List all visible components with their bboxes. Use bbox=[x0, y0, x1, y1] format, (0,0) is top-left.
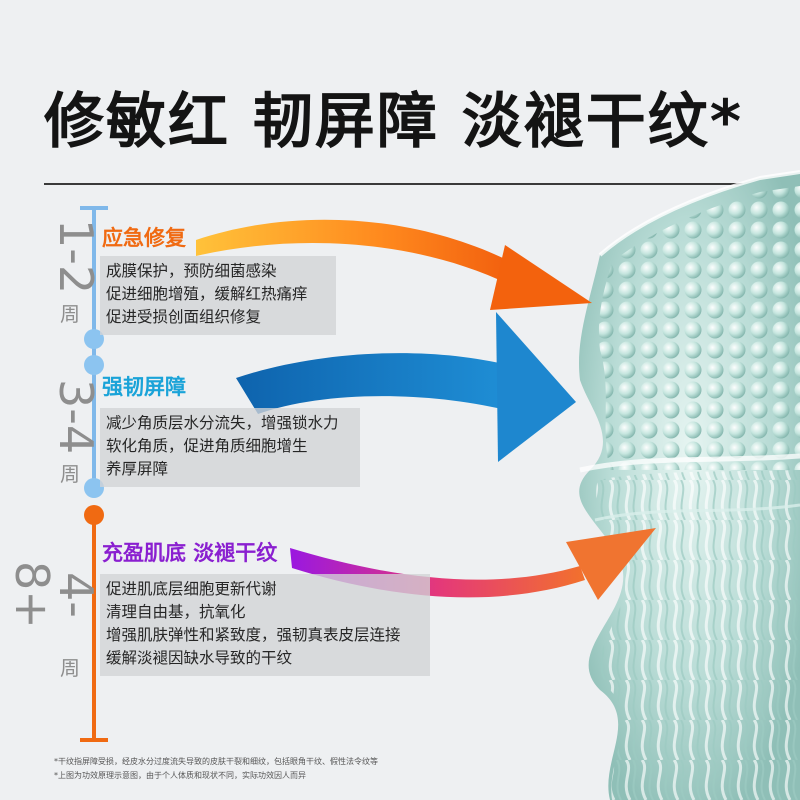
skin-cross-section-illustration bbox=[579, 170, 800, 800]
timeline-rail-orange bbox=[92, 512, 96, 740]
timeline-node bbox=[84, 505, 104, 525]
stage-1-description: 成膜保护，预防细菌感染 促进细胞增殖，缓解红热痛痒 促进受损创面组织修复 bbox=[100, 256, 336, 335]
stage-2-line: 减少角质层水分流失，增强锁水力 bbox=[106, 414, 339, 432]
stage-2-weeks: 3-4 bbox=[49, 379, 103, 455]
stage-1-line: 促进受损创面组织修复 bbox=[106, 308, 262, 326]
title-divider bbox=[44, 183, 744, 185]
curved-arrow-icon-stage-2 bbox=[236, 312, 576, 462]
stage-1-line: 成膜保护，预防细菌感染 bbox=[106, 262, 277, 280]
stage-2-week-unit: 周 bbox=[60, 462, 80, 486]
stage-1-weeks: 1-2 bbox=[49, 219, 103, 295]
footnote: *上图为功效原理示意图，由于个人体质和现状不同，实际功效因人而异 bbox=[54, 771, 306, 780]
stage-3-week-unit: 周 bbox=[60, 656, 80, 680]
stage-2-title: 强韧屏障 bbox=[102, 375, 186, 399]
footnote: *干纹指屏障受损，经皮水分过度流失导致的皮肤干裂和细纹，包括眼角干纹、假性法令纹… bbox=[54, 757, 378, 766]
stage-2-line: 软化角质，促进角质细胞增生 bbox=[106, 437, 308, 455]
timeline-node bbox=[84, 355, 104, 375]
stage-3-line: 清理自由基，抗氧化 bbox=[106, 603, 246, 621]
stage-3-line: 增强肌肤弹性和紧致度，强韧真表皮层连接 bbox=[106, 626, 401, 644]
timeline-start-cap bbox=[80, 206, 108, 210]
stage-2-description: 减少角质层水分流失，增强锁水力 软化角质，促进角质细胞增生 养厚屏障 bbox=[100, 408, 360, 487]
stage-3-title: 充盈肌底 淡褪干纹 bbox=[102, 541, 278, 565]
stage-1-title: 应急修复 bbox=[102, 226, 186, 250]
stage-2-line: 养厚屏障 bbox=[106, 460, 169, 478]
timeline-end-cap bbox=[80, 738, 108, 742]
stage-3-line: 缓解淡褪因缺水导致的干纹 bbox=[106, 649, 293, 667]
stage-3-weeks: 4-8+ bbox=[4, 561, 103, 629]
stage-3-description: 促进肌底层细胞更新代谢 清理自由基，抗氧化 增强肌肤弹性和紧致度，强韧真表皮层连… bbox=[100, 574, 430, 676]
timeline-node bbox=[84, 478, 104, 498]
timeline-node bbox=[84, 329, 104, 349]
stage-1-week-unit: 周 bbox=[60, 302, 80, 326]
curved-arrow-icon-stage-1 bbox=[196, 219, 592, 310]
stage-3-line: 促进肌底层细胞更新代谢 bbox=[106, 580, 277, 598]
stage-1-line: 促进细胞增殖，缓解红热痛痒 bbox=[106, 285, 308, 303]
page-title: 修敏红 韧屏障 淡褪干纹* bbox=[44, 87, 744, 157]
